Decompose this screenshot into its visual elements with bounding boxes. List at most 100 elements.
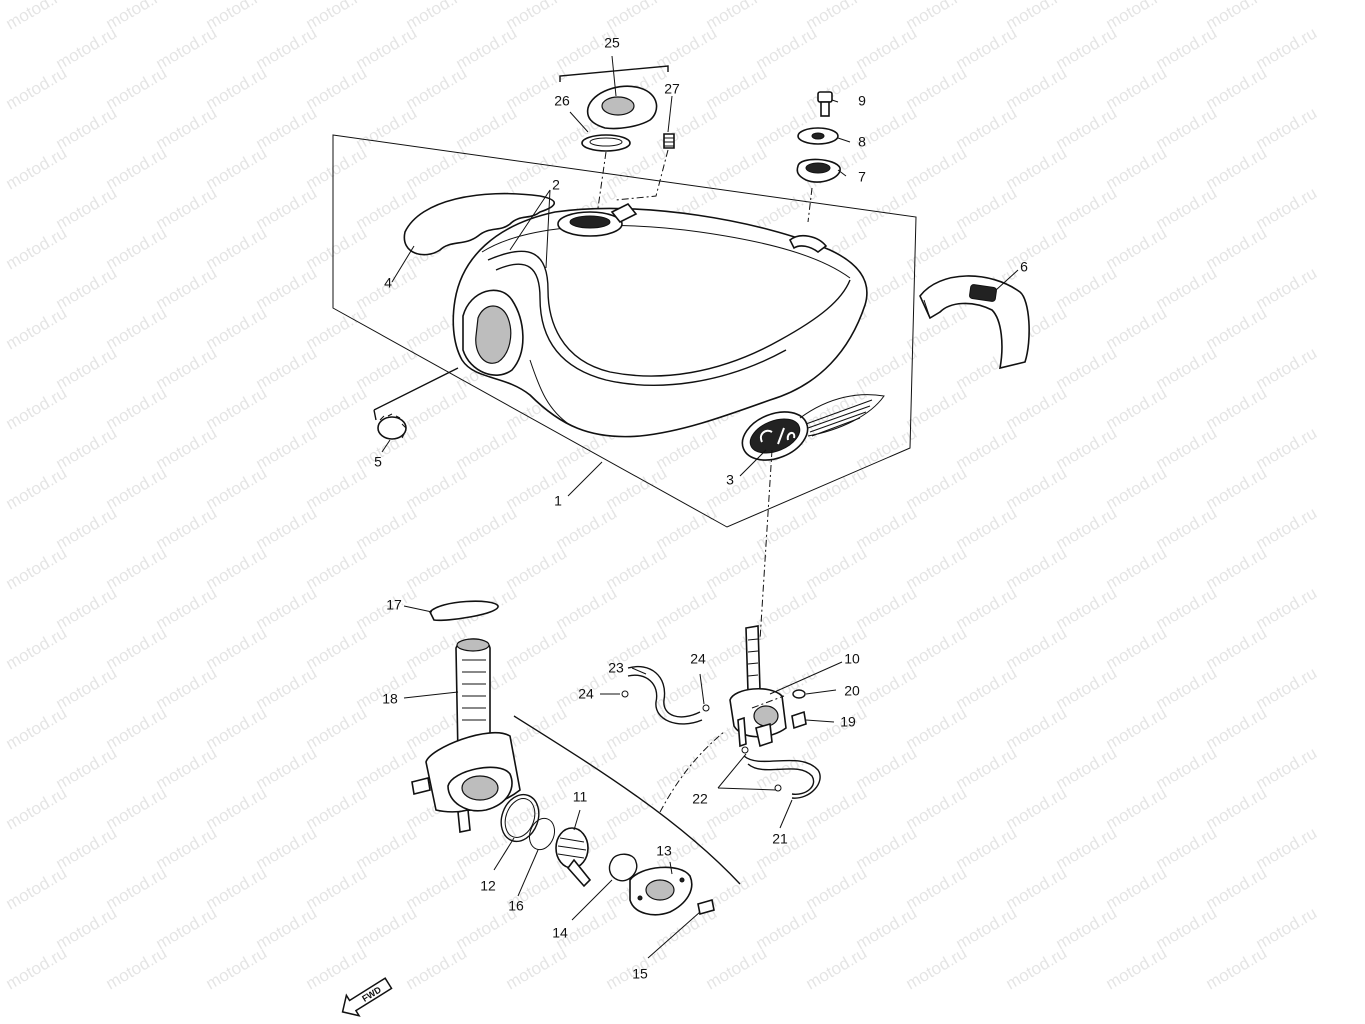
watermark-text: motod.ru xyxy=(803,623,871,673)
watermark-text: motod.ru xyxy=(253,823,321,873)
watermark-text: motod.ru xyxy=(753,503,821,553)
watermark-text: motod.ru xyxy=(353,823,421,873)
watermark-text: motod.ru xyxy=(1153,503,1221,553)
watermark-text: motod.ru xyxy=(203,863,271,913)
watermark-text: motod.ru xyxy=(1003,383,1071,433)
clip-22-a xyxy=(741,746,749,754)
hose-21-edge xyxy=(747,763,815,795)
part-label-13: 13 xyxy=(656,843,672,859)
watermark-text: motod.ru xyxy=(753,23,821,73)
watermark-text: motod.ru xyxy=(303,463,371,513)
part-label-23: 23 xyxy=(608,660,624,676)
emblem-wing-outline xyxy=(799,394,885,437)
part-label-17: 17 xyxy=(386,597,402,613)
fuel-cock-group xyxy=(411,449,821,916)
watermark-text: motod.ru xyxy=(53,743,121,793)
part-label-11: 11 xyxy=(573,789,588,805)
watermark-text: motod.ru xyxy=(3,623,71,673)
watermark-text: motod.ru xyxy=(403,863,471,913)
watermark-text: motod.ru xyxy=(1053,263,1121,313)
watermark-text: motod.ru xyxy=(303,143,371,193)
watermark-text: motod.ru xyxy=(103,223,171,273)
watermark-text: motod.ru xyxy=(103,143,171,193)
watermark-text: motod.ru xyxy=(3,383,71,433)
watermark-text: motod.ru xyxy=(953,743,1021,793)
watermark-text: motod.ru xyxy=(1153,583,1221,633)
watermark-text: motod.ru xyxy=(1103,783,1171,833)
watermark-text: motod.ru xyxy=(1103,943,1171,993)
plate-drawing xyxy=(629,866,693,916)
watermark-text: motod.ru xyxy=(303,623,371,673)
part-label-22: 22 xyxy=(692,791,708,807)
watermark-text: motod.ru xyxy=(1203,943,1271,993)
watermark-text: motod.ru xyxy=(253,743,321,793)
tank-stripe-drawing xyxy=(487,250,851,377)
watermark-text: motod.ru xyxy=(303,943,371,993)
emblem-wing-lines xyxy=(805,399,873,437)
watermark-text: motod.ru xyxy=(203,943,271,993)
watermark-text: motod.ru xyxy=(653,503,721,553)
watermark-text: motod.ru xyxy=(853,663,921,713)
watermark-text: motod.ru xyxy=(253,583,321,633)
watermark-text: motod.ru xyxy=(303,543,371,593)
watermark-text: motod.ru xyxy=(1203,463,1271,513)
fuel-cock-assy-drawing xyxy=(411,638,521,833)
watermark-text: motod.ru xyxy=(1053,823,1121,873)
screw-19-drawing xyxy=(791,710,807,730)
watermark-text: motod.ru xyxy=(1003,863,1071,913)
rear-mount-bump xyxy=(788,234,828,253)
watermark-text: motod.ru xyxy=(1103,703,1171,753)
part-label-3: 3 xyxy=(726,472,734,488)
part-label-1: 1 xyxy=(554,493,562,509)
watermark-text: motod.ru xyxy=(203,463,271,513)
watermark-text: motod.ru xyxy=(403,143,471,193)
watermark-text: motod.ru xyxy=(203,783,271,833)
watermark-text: motod.ru xyxy=(203,303,271,353)
watermark-text: motod.ru xyxy=(703,143,771,193)
watermark-text: motod.ru xyxy=(303,303,371,353)
watermark-text: motod.ru xyxy=(203,63,271,113)
watermark-text: motod.ru xyxy=(303,783,371,833)
watermark-text: motod.ru xyxy=(1053,343,1121,393)
fwd-arrow: FWD xyxy=(341,977,393,1017)
watermark-text: motod.ru xyxy=(253,183,321,233)
watermark-text: motod.ru xyxy=(3,463,71,513)
watermark-text: motod.ru xyxy=(1053,23,1121,73)
emblem-inner xyxy=(749,418,801,454)
hose-21-drawing xyxy=(743,755,821,799)
watermark-text: motod.ru xyxy=(1053,503,1121,553)
watermark-text: motod.ru xyxy=(1153,263,1221,313)
watermark-text: motod.ru xyxy=(403,943,471,993)
lever-drawing xyxy=(555,827,592,888)
watermark-text: motod.ru xyxy=(3,943,71,993)
watermark-text: motod.ru xyxy=(803,863,871,913)
watermark-text: motod.ru xyxy=(153,23,221,73)
watermark-text: motod.ru xyxy=(1153,103,1221,153)
watermark-text: motod.ru xyxy=(353,903,421,953)
watermark-text: motod.ru xyxy=(653,743,721,793)
watermark-text: motod.ru xyxy=(103,543,171,593)
watermark-text: motod.ru xyxy=(1103,463,1171,513)
watermark-text: motod.ru xyxy=(3,863,71,913)
watermark-text: motod.ru xyxy=(1103,223,1171,273)
watermark-text: motod.ru xyxy=(53,903,121,953)
tank-recess-shadow xyxy=(475,305,512,364)
gasket-inner xyxy=(504,798,536,838)
watermark-text: motod.ru xyxy=(1253,903,1321,953)
part-label-10: 10 xyxy=(844,651,860,667)
watermark-text: motod.ru xyxy=(103,623,171,673)
watermark-text: motod.ru xyxy=(53,343,121,393)
watermark-text: motod.ru xyxy=(1203,223,1271,273)
watermark-text: motod.ru xyxy=(253,23,321,73)
watermark-text: motod.ru xyxy=(1003,63,1071,113)
watermark-text: motod.ru xyxy=(153,583,221,633)
watermark-text: motod.ru xyxy=(1103,143,1171,193)
part-label-8: 8 xyxy=(858,134,866,150)
watermark-text: motod.ru xyxy=(1203,863,1271,913)
watermark-text: motod.ru xyxy=(253,903,321,953)
tank-body-drawing xyxy=(452,207,868,438)
watermark-text: motod.ru xyxy=(53,103,121,153)
bracket-drawing xyxy=(919,275,1030,370)
o-ring-drawing xyxy=(528,817,556,851)
part-label-26: 26 xyxy=(554,93,570,109)
